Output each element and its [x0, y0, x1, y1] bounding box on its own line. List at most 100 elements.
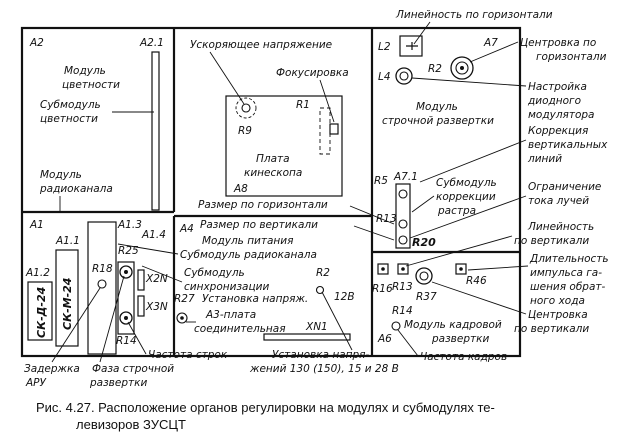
- label-v-linearity-1: Линейность: [527, 221, 594, 233]
- l2-coil-hook: [406, 42, 418, 50]
- label-accel-voltage: Ускоряющее напряжение: [190, 39, 332, 51]
- caption-line-1: Рис. 4.27. Расположение органов регулиро…: [36, 400, 495, 415]
- label-a4: A4: [179, 223, 194, 235]
- label-h-size: Размер по горизонтали: [198, 199, 328, 211]
- lead-beam-limit: [409, 195, 527, 239]
- label-beam-limit-2: тока лучей: [528, 195, 589, 207]
- label-v-center-1: Центровка: [528, 309, 588, 321]
- r16-trimmer-dot: [381, 267, 385, 271]
- label-a6: A6: [377, 333, 392, 345]
- label-a2: A2: [29, 37, 44, 49]
- label-l4: L4: [378, 71, 391, 83]
- r16-trimmer: [377, 263, 389, 275]
- label-a1-2: A1.2: [25, 267, 50, 279]
- label-sk-m: СК-М-24: [61, 278, 74, 330]
- label-r14-b: R14: [392, 305, 413, 317]
- label-a2-1: A2.1: [139, 37, 164, 49]
- label-flyback-4: ного хода: [530, 295, 585, 307]
- label-r1: R1: [296, 99, 310, 111]
- label-raster-sub-1: Субмодуль: [436, 177, 497, 189]
- label-frame-mod-1: Модуль кадровой: [404, 319, 502, 331]
- label-focus: Фокусировка: [276, 67, 349, 79]
- label-sk-d: СК-Д-24: [35, 287, 48, 338]
- label-r37: R37: [416, 291, 437, 303]
- r20-pot: [398, 235, 408, 245]
- focus-pot-tab: [329, 123, 339, 135]
- r13-b-trimmer: [397, 263, 409, 275]
- label-line-scan-2: строчной развертки: [382, 115, 494, 127]
- label-frame-mod-2: развертки: [431, 333, 489, 345]
- lead-v-center: [431, 281, 527, 315]
- x2n-connector: [137, 269, 145, 291]
- label-color-submodule-1: Субмодуль: [40, 99, 101, 111]
- kinescope-board: [225, 95, 343, 197]
- label-a1-3: A1.3: [117, 219, 142, 231]
- label-radio-module-1: Модуль: [40, 169, 82, 181]
- label-raster-sub-2: коррекции: [436, 191, 496, 203]
- lead-flyback: [467, 265, 529, 271]
- label-flyback-2: импульса га-: [530, 267, 602, 279]
- label-a7: A7: [483, 37, 498, 49]
- label-color-module-2: цветности: [62, 79, 120, 91]
- r25-pot-inner: [124, 270, 128, 274]
- label-vert-corr-3: линий: [527, 153, 562, 165]
- label-r25: R25: [118, 245, 139, 257]
- label-h-center-2: горизонтали: [536, 51, 607, 63]
- r18-pot: [97, 279, 107, 289]
- lead-accel-voltage: [209, 51, 245, 105]
- label-line-freq: Частота строк: [148, 349, 228, 361]
- label-diode-mod-1: Настройка: [528, 81, 587, 93]
- focus-pot-slot: [319, 107, 331, 155]
- label-flyback-3: шения обрат-: [530, 281, 606, 293]
- r9-pot-outline: [235, 97, 257, 119]
- label-kinescope-board-2: кинескопа: [244, 167, 302, 179]
- label-a1-4: A1.4: [141, 229, 166, 241]
- label-v-center-2: по вертикали: [514, 323, 589, 335]
- lead-line-freq: [127, 321, 147, 355]
- label-vert-corr-1: Коррекция: [528, 125, 588, 137]
- label-r16: R16: [372, 283, 393, 295]
- a2-1-submodule-strip: [151, 51, 160, 211]
- xn1-connector: [263, 333, 351, 341]
- label-r18: R18: [92, 263, 113, 275]
- label-radio-module-2: радиоканала: [39, 183, 113, 195]
- label-kinescope-board-1: Плата: [256, 153, 290, 165]
- label-agc-delay-2: АРУ: [25, 377, 47, 389]
- label-frame-freq: Частота кадров: [420, 351, 507, 363]
- lead-v-size: [353, 225, 395, 241]
- label-r13-b: R13: [392, 281, 413, 293]
- label-a7-1: A7.1: [393, 171, 418, 183]
- label-vert-corr-2: вертикальных: [528, 139, 608, 151]
- lead-h-linearity: [413, 21, 431, 45]
- lead-set-volt-bot: [321, 291, 353, 351]
- r14-b-pot: [391, 321, 401, 331]
- label-r46: R46: [466, 275, 487, 287]
- label-a8: A8: [233, 183, 248, 195]
- label-line-phase-2: развертки: [89, 377, 147, 389]
- label-diode-mod-2: диодного: [527, 95, 581, 107]
- label-12v: 12В: [334, 291, 355, 303]
- r13-a-pot: [398, 219, 408, 229]
- r13-b-trimmer-dot: [401, 267, 405, 271]
- lead-frame-freq: [397, 329, 419, 357]
- label-radio-submodule: Субмодуль радиоканала: [180, 249, 317, 261]
- r2-mid-pot: [315, 285, 325, 295]
- label-raster-sub-3: растра: [437, 205, 476, 217]
- label-r20: R20: [412, 236, 436, 249]
- label-set-volt-bot-2: жений 130 (150), 15 и 28 В: [249, 363, 399, 375]
- label-color-submodule-2: цветности: [40, 113, 98, 125]
- lead-sync-sub: [141, 265, 183, 283]
- label-r2-top: R2: [428, 63, 442, 75]
- l2-coil: [399, 35, 423, 57]
- label-diode-mod-3: модулятора: [528, 109, 595, 121]
- a1-2-tuner-box: [27, 281, 53, 341]
- label-r2-mid: R2: [316, 267, 330, 279]
- lead-radio-submodule: [117, 243, 179, 255]
- label-v-linearity-2: по вертикали: [514, 235, 589, 247]
- label-a1: A1: [29, 219, 44, 231]
- label-r13-a: R13: [376, 213, 397, 225]
- l4-coil-inner: [399, 71, 409, 81]
- label-a3-board-1: А3-плата: [205, 309, 256, 321]
- x3n-connector: [137, 295, 145, 317]
